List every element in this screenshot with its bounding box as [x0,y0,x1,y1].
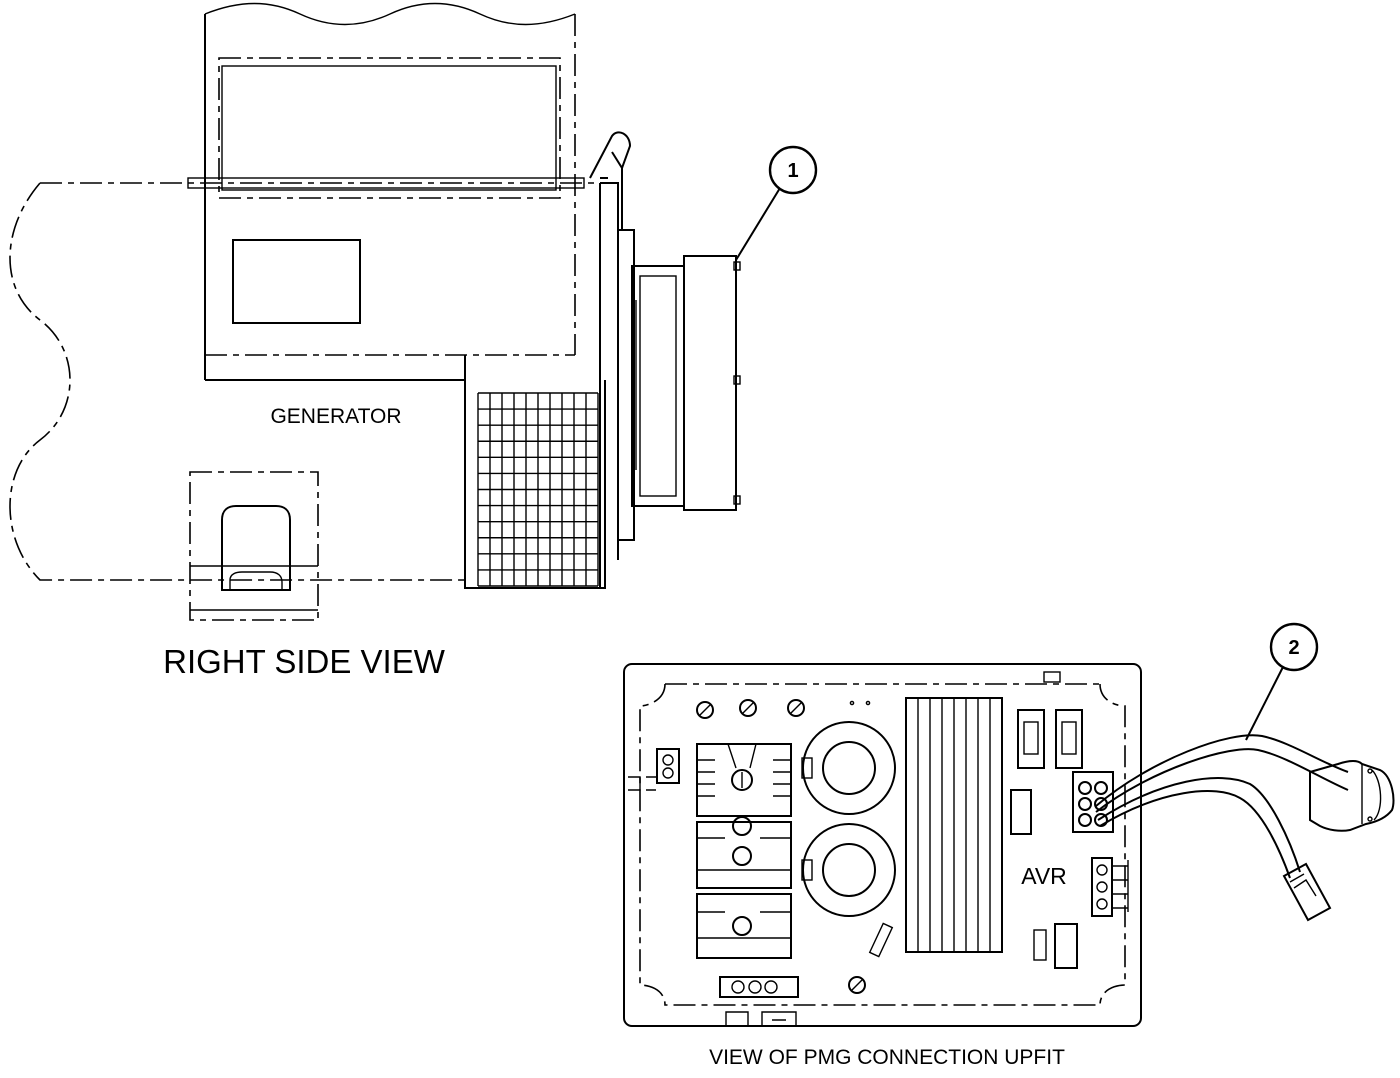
top-screws [696,699,871,719]
harness-connector [1282,862,1332,922]
lifting-tab [589,131,632,230]
terminal-screw-2 [732,916,752,936]
pmg-bolt-mid [733,375,741,385]
terminal-screw-1 [732,846,752,866]
avr-enclosure [623,663,1142,1027]
harness-wire-4 [1099,790,1291,879]
pmg-connection-view: 2 AVR VIEW OF PMG CONNECTION UPFIT [623,622,1395,1069]
harness-plug [1309,760,1395,832]
right-side-view: GENERATOR RIGHT SIDE VIEW 1 [9,2,818,680]
toroid-1-inner [822,741,876,795]
pmg-wiring-harness [1095,734,1395,922]
avr-board-outline [639,683,1126,1006]
right-connector-body [1091,857,1113,917]
pmg-connector-housing [1072,771,1114,833]
toroids [801,721,896,958]
grille-frame [464,355,606,589]
component-block [1054,923,1078,969]
bottom-screw [848,976,866,994]
selector-knob [731,769,753,791]
generator-top-wave [204,2,576,26]
pmg-body [683,255,737,511]
selector-switch-block [696,743,792,817]
harness-wire-3 [1097,777,1301,873]
cooling-grille [477,392,599,587]
bottom-connector-body [719,976,799,998]
callout-1-leader [735,187,781,261]
control-box-inner [221,65,557,191]
mount-bracket [221,505,291,591]
right-side-view-title: RIGHT SIDE VIEW [163,643,446,680]
harness-wire-1 [1095,734,1349,807]
toroid-2-outer [802,823,896,917]
fuses [1017,709,1083,769]
capacitor [1010,789,1032,835]
left-connector [628,748,680,791]
harness-wire-2 [1095,748,1349,813]
control-box-outline [218,57,561,199]
avr-label: AVR [1021,863,1067,889]
terminal-block-2 [696,893,792,959]
fuse-1 [1017,709,1045,769]
enclosure-tab [1043,671,1061,683]
mount-foot [189,471,319,621]
callout-2-number: 2 [1288,637,1299,659]
right-side-connector [1091,857,1129,917]
engine-phantom-outline [9,182,600,581]
pmg-bolt-top [733,261,741,271]
screw-1 [696,701,714,719]
left-connector-body [656,748,680,784]
toroid-1-outer [802,721,896,815]
toroid-2-inner [822,843,876,897]
component-small [1033,929,1047,961]
callout-2-bubble [1269,622,1319,672]
pmg-bolt-bottom [733,495,741,505]
terminal-blocks [696,816,792,959]
generator-label: GENERATOR [270,405,401,428]
mount-rail [187,177,585,189]
selector-frame [696,743,792,817]
end-housing [599,182,635,588]
pmg-flange-inner [639,275,677,497]
mount-bracket-slot [229,571,283,590]
pmg-view-title: VIEW OF PMG CONNECTION UPFIT [709,1046,1065,1069]
callout-1-number: 1 [787,160,798,182]
terminal-block-1 [696,821,792,889]
heatsink [905,697,1003,953]
pmg-unit [631,255,741,511]
screw-3 [787,699,805,717]
callout-2-leader [1245,664,1285,741]
mount-foot-phantom [189,471,319,621]
access-window [232,239,361,324]
bottom-connector [719,976,866,1026]
callout-1-bubble [768,145,818,195]
small-resistor [868,922,894,958]
fuse-2 [1055,709,1083,769]
screw-2 [739,699,757,717]
